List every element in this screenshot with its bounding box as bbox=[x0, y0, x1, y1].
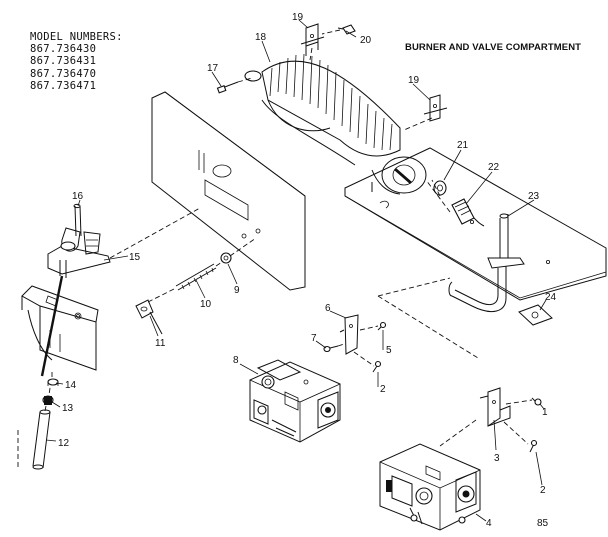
callout-22: 22 bbox=[488, 162, 500, 173]
callout-numbers: 17 18 19 20 19 21 22 23 24 16 15 9 10 11… bbox=[58, 12, 557, 529]
screw-part-2-upper bbox=[372, 360, 382, 373]
pilot-bracket bbox=[21, 285, 99, 371]
screw-part-5 bbox=[377, 321, 387, 331]
callout-23: 23 bbox=[528, 191, 540, 202]
model-number: 867.736431 bbox=[30, 55, 97, 68]
callout-12: 12 bbox=[58, 438, 70, 449]
clip-part-11 bbox=[135, 299, 163, 335]
pilot-assembly-part-15 bbox=[47, 227, 111, 278]
callout-7: 7 bbox=[311, 333, 317, 344]
nut-part-20 bbox=[337, 24, 356, 35]
callout-2-upper: 2 bbox=[380, 384, 386, 395]
callout-20: 20 bbox=[360, 35, 372, 46]
burner-assembly bbox=[244, 53, 401, 166]
diagram-title: BURNER AND VALVE COMPARTMENT bbox=[405, 42, 582, 53]
model-number: 867.736471 bbox=[30, 79, 97, 92]
tube-part-12 bbox=[32, 409, 51, 470]
burner-ports bbox=[269, 53, 393, 151]
thermocouple-lead bbox=[40, 275, 64, 377]
gas-valve-part-4 bbox=[379, 443, 481, 531]
leader-lines bbox=[45, 19, 547, 522]
rod-part-10 bbox=[175, 263, 217, 291]
callout-24: 24 bbox=[545, 292, 557, 303]
bracket-part-19-upper bbox=[300, 23, 325, 56]
compartment-panel bbox=[151, 91, 306, 291]
burner-base-plate bbox=[344, 147, 607, 301]
nut-part-13 bbox=[42, 395, 54, 405]
callout-5: 5 bbox=[386, 345, 392, 356]
callout-15: 15 bbox=[129, 252, 141, 263]
screw-part-17 bbox=[216, 81, 239, 94]
gas-valve-part-8 bbox=[249, 359, 341, 443]
model-number: 867.736470 bbox=[30, 67, 97, 80]
callout-14: 14 bbox=[65, 380, 77, 391]
callout-2-lower: 2 bbox=[540, 485, 546, 496]
callout-3: 3 bbox=[494, 453, 500, 464]
spud-part-22 bbox=[451, 198, 485, 227]
callout-9: 9 bbox=[234, 285, 240, 296]
callout-1: 1 bbox=[542, 407, 548, 418]
screw-part-7 bbox=[323, 345, 339, 353]
callout-10: 10 bbox=[200, 299, 212, 310]
fitting-part-14 bbox=[47, 378, 59, 386]
callout-17: 17 bbox=[207, 63, 219, 74]
cover-plate-part-24 bbox=[518, 304, 553, 326]
model-number: 867.736430 bbox=[30, 43, 97, 56]
callout-21: 21 bbox=[457, 140, 469, 151]
bracket-part-19-lower bbox=[423, 94, 448, 122]
page-code: 85 bbox=[537, 518, 549, 529]
callout-16: 16 bbox=[72, 191, 84, 202]
callout-19-lower: 19 bbox=[408, 75, 420, 86]
gas-supply-tube-part-23 bbox=[448, 213, 525, 313]
pilot-tube-part-16 bbox=[73, 203, 82, 237]
callout-6: 6 bbox=[325, 303, 331, 314]
bracket-part-6 bbox=[339, 314, 359, 355]
screw-part-2-lower bbox=[529, 439, 538, 453]
callout-4: 4 bbox=[486, 518, 492, 529]
assembly-lines bbox=[17, 29, 533, 470]
model-numbers-block: MODEL NUMBERS: 867.736430 867.736431 867… bbox=[30, 31, 150, 92]
callout-18: 18 bbox=[255, 32, 267, 43]
nut-part-9 bbox=[220, 252, 232, 264]
model-numbers-heading: MODEL NUMBERS: bbox=[30, 31, 123, 43]
callout-11: 11 bbox=[155, 338, 166, 349]
callout-13: 13 bbox=[62, 403, 74, 414]
callout-19-upper: 19 bbox=[292, 12, 304, 23]
screw-part-1 bbox=[531, 397, 542, 406]
mounting-bracket-part-3 bbox=[479, 387, 511, 427]
callout-8: 8 bbox=[233, 355, 239, 366]
burner-mixer-head bbox=[371, 156, 427, 195]
